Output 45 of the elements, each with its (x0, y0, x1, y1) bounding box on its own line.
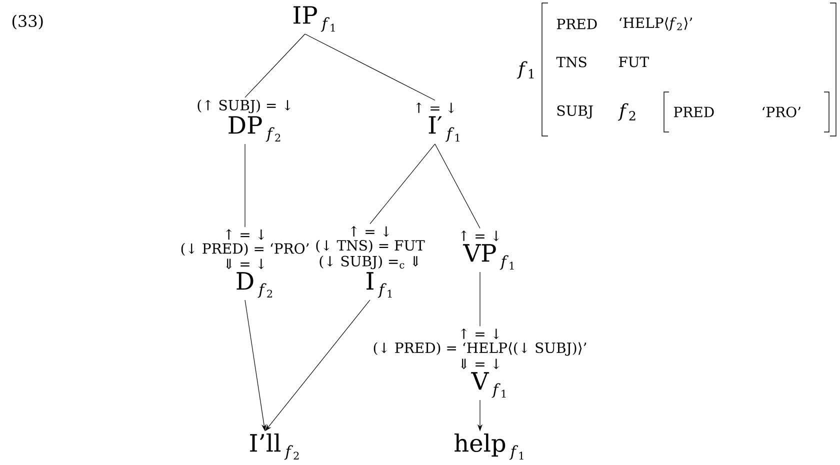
annotation: ↑ = ↓ (460, 230, 500, 242)
function-label: f$_{2}$ (258, 283, 272, 298)
f-label: f$_{2}$ (618, 103, 636, 121)
attribute: TNS (556, 56, 586, 68)
function-label: f$_{1}$ (492, 383, 506, 398)
tree-branch (370, 144, 436, 224)
attribute: PRED (674, 106, 714, 118)
annotation: ↑ = ↓ (350, 226, 390, 237)
annotation: ↑ = ↓ (226, 229, 264, 240)
annotation: (↓ PRED) = ‘PRO’ (181, 242, 309, 256)
annotation: ⇓ = ↓ (460, 358, 500, 370)
function-label: f$_{2}$ (284, 445, 299, 460)
function-label: f$_{1}$ (446, 127, 460, 142)
function-label: f$_{1}$ (320, 17, 335, 32)
annotation: (↓ TNS) = FUT (316, 240, 425, 253)
category-label: I′ (428, 116, 442, 134)
category-label: D (236, 272, 254, 290)
function-label: f$_{1}$ (509, 445, 524, 460)
category-label: VP (463, 244, 496, 262)
annotation: (↓ PRED) = ‘HELP⟨(↓ SUBJ)⟩’ (374, 342, 586, 356)
attribute: SUBJ (557, 105, 593, 119)
category-label: V (471, 372, 490, 390)
annotation: (↑ SUBJ) = ↓ (198, 100, 290, 114)
function-label: f$_{1}$ (500, 255, 514, 270)
example-number: (33) (12, 14, 43, 30)
tree-branch (244, 144, 246, 228)
function-label: f$_{2}$ (266, 127, 280, 142)
value: FUT (618, 56, 649, 68)
tree-branch (244, 34, 306, 98)
annotation: (↓ SUBJ) =$_{c}$ ⇓ (320, 256, 418, 270)
annotation: ↑ = ↓ (416, 102, 454, 114)
category-label: DP (228, 116, 262, 134)
value: ‘PRO’ (762, 106, 800, 118)
category-label: I (366, 272, 374, 290)
attribute: PRED (556, 18, 597, 30)
annotation: ↑ = ↓ (460, 328, 500, 340)
category-label: IP (294, 6, 317, 24)
f-label: f$_{1}$ (516, 61, 534, 79)
function-label: f$_{1}$ (378, 283, 392, 298)
value: ‘HELP⟨f$_{2}$⟩’ (620, 17, 692, 31)
tree-branch (434, 144, 480, 229)
annotation: ⇓ = ↓ (226, 258, 264, 270)
tree-branch (304, 34, 436, 101)
category-label: I’ll (250, 433, 281, 452)
category-label: help (454, 433, 506, 457)
